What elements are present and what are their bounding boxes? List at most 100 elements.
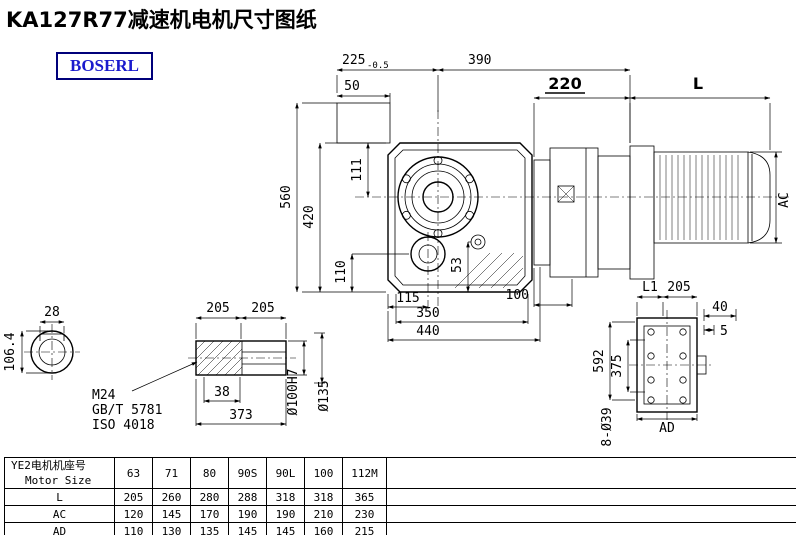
dim-bore-text: Ø100H7 xyxy=(286,369,301,416)
dimension-38: 38 xyxy=(203,377,241,403)
value-AC-71: 145 xyxy=(152,505,191,523)
dimension-AD: AD xyxy=(636,414,698,436)
bolt-iso-label: ISO 4018 xyxy=(92,418,155,433)
value-AC-112M: 230 xyxy=(342,505,387,523)
dim-205b-text: 205 xyxy=(251,301,274,316)
technical-drawing: 225 -0.5 390 50 220 L A xyxy=(3,53,792,447)
dim-hub-text: Ø135 xyxy=(317,380,332,411)
dimension-373: 373 xyxy=(195,379,287,426)
dim-115-text: 115 xyxy=(396,291,419,306)
dim-L-text: L xyxy=(693,74,703,93)
gearbox-front-view xyxy=(336,102,533,293)
dim-110-text: 110 xyxy=(334,260,349,283)
dim-205a-text: 205 xyxy=(206,301,229,316)
dimension-375: 375 xyxy=(610,339,645,393)
value-L-71: 260 xyxy=(152,488,191,506)
dimension-115: 115 xyxy=(387,291,429,309)
dim-350-text: 350 xyxy=(416,306,439,321)
value-AD-90S: 145 xyxy=(228,522,267,535)
dim-373-text: 373 xyxy=(229,408,252,423)
flange-hole xyxy=(647,328,655,336)
dim-560-text: 560 xyxy=(279,185,294,208)
value-AC-100: 210 xyxy=(304,505,343,523)
filler-cell xyxy=(386,522,796,535)
motor-size-table: YE2电机机座号 Motor Size 63 71 80 90S 90L 100… xyxy=(4,457,796,535)
dim-28-text: 28 xyxy=(44,305,60,320)
table-header-row: YE2电机机座号 Motor Size 63 71 80 90S 90L 100… xyxy=(4,457,796,489)
flange-hole xyxy=(679,352,687,360)
row-label-L: L xyxy=(4,488,115,506)
dimension-390: 390 xyxy=(437,53,631,143)
value-AC-90L: 190 xyxy=(266,505,305,523)
dim-L1-text: L1 xyxy=(642,280,658,295)
flange-hole xyxy=(679,376,687,384)
shaft-hatch xyxy=(195,340,243,376)
shaft-section-view xyxy=(24,324,80,380)
value-AC-63: 120 xyxy=(114,505,153,523)
dimension-205c: 205 xyxy=(662,280,698,316)
dimension-28: 28 xyxy=(39,305,65,333)
dim-111-text: 111 xyxy=(350,158,365,181)
bolt-m24-label: M24 xyxy=(92,388,116,403)
dim-375-text: 375 xyxy=(610,354,625,377)
filler-cell xyxy=(386,488,796,506)
table-row-AC: AC 120 145 170 190 190 210 230 xyxy=(4,505,796,523)
top-shaft-stub xyxy=(336,102,391,144)
dimension-350: 350 xyxy=(395,294,529,324)
flange-hole xyxy=(647,352,655,360)
dimension-420: 420 xyxy=(302,142,386,293)
output-flange-view xyxy=(629,310,712,420)
frame-size-100: 100 xyxy=(304,457,343,489)
row-label-AD: AD xyxy=(4,522,115,535)
dimension-220: 220 xyxy=(533,74,631,157)
dim-106-text: 106.4 xyxy=(3,332,18,371)
centerlines xyxy=(355,110,792,312)
dim-AC-text: AC xyxy=(777,192,792,208)
flange-hole xyxy=(679,396,687,404)
motor-fan-cowl xyxy=(747,151,771,244)
filler-cell xyxy=(386,505,796,523)
adapter-view xyxy=(533,145,655,280)
bolt-gbt-label: GB/T 5781 xyxy=(92,403,162,418)
dim-50-text: 50 xyxy=(344,79,360,94)
dimension-110: 110 xyxy=(334,253,409,293)
dim-420-text: 420 xyxy=(302,205,317,228)
motor-view xyxy=(653,151,771,244)
table-row-AD: AD 110 130 135 145 145 160 215 xyxy=(4,522,796,535)
value-L-80: 280 xyxy=(190,488,229,506)
dimension-560: 560 xyxy=(279,102,386,293)
boserl-logo: BOSERL xyxy=(56,52,153,80)
dim-592-text: 592 xyxy=(592,349,607,372)
dim-220-text: 220 xyxy=(548,74,581,93)
bolt-hole xyxy=(465,210,475,220)
value-AD-112M: 215 xyxy=(342,522,387,535)
dimension-106: 106.4 xyxy=(3,330,48,374)
flange-hole xyxy=(647,376,655,384)
dimension-hub: Ø135 xyxy=(314,332,332,412)
dimension-50: 50 xyxy=(336,79,391,103)
dimension-L1: L1 xyxy=(636,280,664,316)
dim-AD-text: AD xyxy=(659,421,675,436)
value-L-63: 205 xyxy=(114,488,153,506)
dim-440-text: 440 xyxy=(416,324,439,339)
motor-size-label-cn: YE2电机机座号 xyxy=(11,459,86,472)
bolt-hole xyxy=(401,174,411,184)
dimension-5: 5 xyxy=(703,324,728,339)
frame-size-80: 80 xyxy=(190,457,229,489)
frame-size-90L: 90L xyxy=(266,457,305,489)
dim-390-text: 390 xyxy=(468,53,491,68)
value-L-90L: 318 xyxy=(266,488,305,506)
dim-40-text: 40 xyxy=(712,300,728,315)
keyway xyxy=(39,333,65,341)
value-AD-100: 160 xyxy=(304,522,343,535)
dimension-592: 592 xyxy=(592,321,635,401)
value-L-112M: 365 xyxy=(342,488,387,506)
dim-225-text: 225 xyxy=(342,53,365,68)
dim-5-text: 5 xyxy=(720,324,728,339)
table-row-L: L 205 260 280 288 318 318 365 xyxy=(4,488,796,506)
flange-hole xyxy=(679,328,687,336)
dimension-205b: 205 xyxy=(240,301,287,339)
dimension-100: 100 xyxy=(506,268,573,307)
frame-size-112M: 112M xyxy=(342,457,387,489)
